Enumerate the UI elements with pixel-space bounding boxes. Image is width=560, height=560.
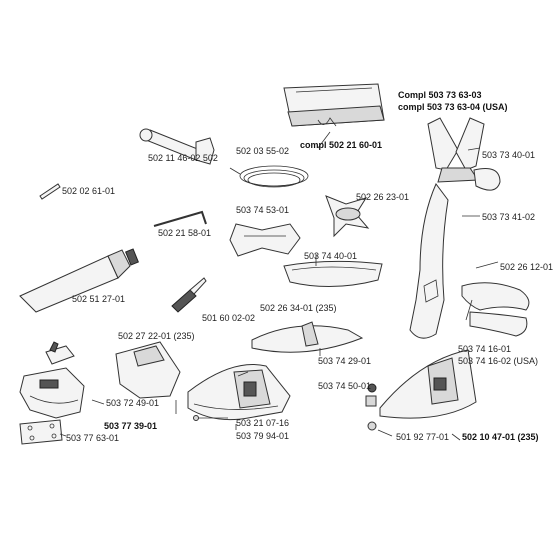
coiled-cable	[229, 165, 309, 188]
blade-plate	[325, 195, 370, 238]
part-labels: compl 502 21 60-01 502 11 46-02 502 502 …	[62, 90, 553, 443]
label-compl-503-73-63-03: Compl 503 73 63-03	[398, 90, 482, 100]
label-503-74-50-01: 503 74 50-01	[318, 381, 371, 391]
grass-guard-center	[187, 363, 291, 421]
pin	[39, 183, 61, 200]
label-503-74-16-02: 503 74 16-02 (USA)	[458, 356, 538, 366]
label-502-03-55-02: 502 03 55-02	[236, 146, 289, 156]
support-cup	[283, 260, 383, 287]
label-502-26-34-01: 502 26 34-01 (235)	[260, 303, 337, 313]
manual-pouch	[283, 83, 385, 127]
label-503-77-39-01: 503 77 39-01	[104, 421, 157, 431]
label-503-72-49-01: 503 72 49-01	[106, 398, 159, 408]
label-501-92-77-01: 501 92 77-01	[396, 432, 449, 442]
trimmer-guard-mid	[115, 341, 181, 399]
label-503-74-53-01: 503 74 53-01	[236, 205, 289, 215]
label-502-26-12-01: 502 26 12-01	[500, 262, 553, 272]
label-503-74-29-01: 503 74 29-01	[318, 356, 371, 366]
label-503-73-40-01: 503 73 40-01	[482, 150, 535, 160]
grass-guard-right	[365, 349, 477, 419]
combination-wrench	[139, 128, 215, 165]
label-502-51-27-01: 502 51 27-01	[72, 294, 125, 304]
mounting-plate	[19, 419, 63, 445]
carry-strap	[461, 282, 530, 337]
label-503-74-16-01: 503 74 16-01	[458, 344, 511, 354]
label-503-79-94-01: 503 79 94-01	[236, 431, 289, 441]
hex-nut	[367, 421, 377, 431]
label-503-73-41-02: 503 73 41-02	[482, 212, 535, 222]
label-501-60-02-02: 501 60 02-02	[202, 313, 255, 323]
bolt	[193, 415, 228, 421]
label-503-77-63-01: 503 77 63-01	[66, 433, 119, 443]
label-502-26-23-01: 502 26 23-01	[356, 192, 409, 202]
guard-bracket	[229, 223, 301, 257]
label-502-11-46-02: 502 11 46-02 502	[148, 153, 218, 163]
blade-guard	[251, 321, 364, 353]
bracket-clip	[45, 341, 75, 365]
harness	[409, 117, 501, 339]
label-503-74-40-01: 503 74 40-01	[304, 251, 357, 261]
trimmer-guard-left	[19, 367, 85, 419]
label-502-02-61-01: 502 02 61-01	[62, 186, 115, 196]
label-502-21-58-01: 502 21 58-01	[158, 228, 211, 238]
label-compl-502-21-60-01: compl 502 21 60-01	[300, 140, 382, 150]
hex-key	[153, 210, 207, 227]
grease-tube	[19, 248, 139, 313]
label-502-10-47-01: 502 10 47-01 (235)	[462, 432, 539, 442]
leader-lines	[59, 131, 499, 441]
label-503-21-07-16: 503 21 07-16	[236, 418, 289, 428]
label-compl-503-73-63-04: compl 503 73 63-04 (USA)	[398, 102, 508, 112]
label-502-27-22-01: 502 27 22-01 (235)	[118, 331, 195, 341]
screwdriver	[171, 277, 207, 313]
